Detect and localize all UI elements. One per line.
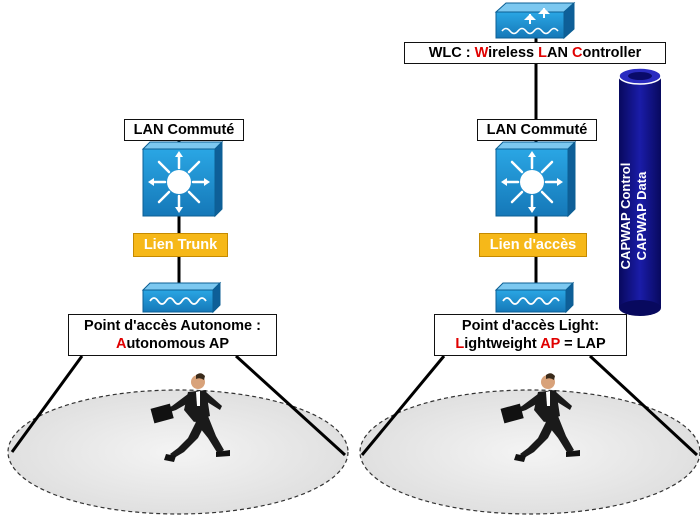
right-ap-line1: Point d'accès Light:	[461, 318, 600, 334]
left-ap-rest: utonomous AP	[126, 336, 230, 352]
right-lan-label: LAN Commuté	[477, 119, 597, 141]
left-ap-line1: Point d'accès Autonome :	[84, 318, 261, 334]
left-ap-initial: A	[115, 336, 127, 352]
wlc-part-6: C	[572, 45, 583, 61]
right-ap-part-2: ightweight	[464, 336, 541, 352]
wlc-part-7: ontroller	[582, 45, 642, 61]
wireless-lan-controller-icon	[494, 1, 576, 40]
left-ap-label: Point d'accès Autonome : Autonomous AP	[68, 314, 277, 356]
left-lan-label: LAN Commuté	[124, 119, 244, 141]
left-switch-icon	[141, 140, 224, 218]
left-link-label: Lien Trunk	[133, 233, 228, 257]
right-ap-part-3: AP	[540, 336, 561, 352]
left-coverage-area	[7, 354, 349, 515]
wlc-part-3: ireless	[488, 45, 539, 61]
right-coverage-area	[359, 354, 700, 515]
capwap-tunnel-label: CAPWAP Control CAPWAP Data	[534, 163, 700, 270]
capwap-tunnel-icon	[618, 67, 662, 316]
left-access-point-icon	[141, 281, 222, 314]
wlc-part-2: W	[474, 45, 489, 61]
right-access-point-icon	[494, 281, 575, 314]
wlc-label: WLC : Wireless LAN Controller	[404, 42, 666, 64]
left-running-businessman-icon	[150, 373, 230, 462]
capwap-control-label: CAPWAP Control	[618, 162, 633, 270]
wlc-part-5: AN	[547, 45, 572, 61]
capwap-data-label: CAPWAP Data	[634, 171, 649, 261]
right-ap-part-1: L	[455, 336, 465, 352]
right-switch-icon	[494, 140, 577, 218]
left-ap-line2: Autonomous AP	[69, 335, 276, 353]
right-link-label: Lien d'accès	[479, 233, 587, 257]
right-ap-part-4: = LAP	[560, 336, 606, 352]
wlc-part-4: L	[538, 45, 548, 61]
right-running-businessman-icon	[500, 373, 580, 462]
wlc-part-1: WLC :	[428, 45, 475, 61]
right-ap-line2: Lightweight AP = LAP	[435, 335, 626, 353]
right-ap-label: Point d'accès Light: Lightweight AP = LA…	[434, 314, 627, 356]
